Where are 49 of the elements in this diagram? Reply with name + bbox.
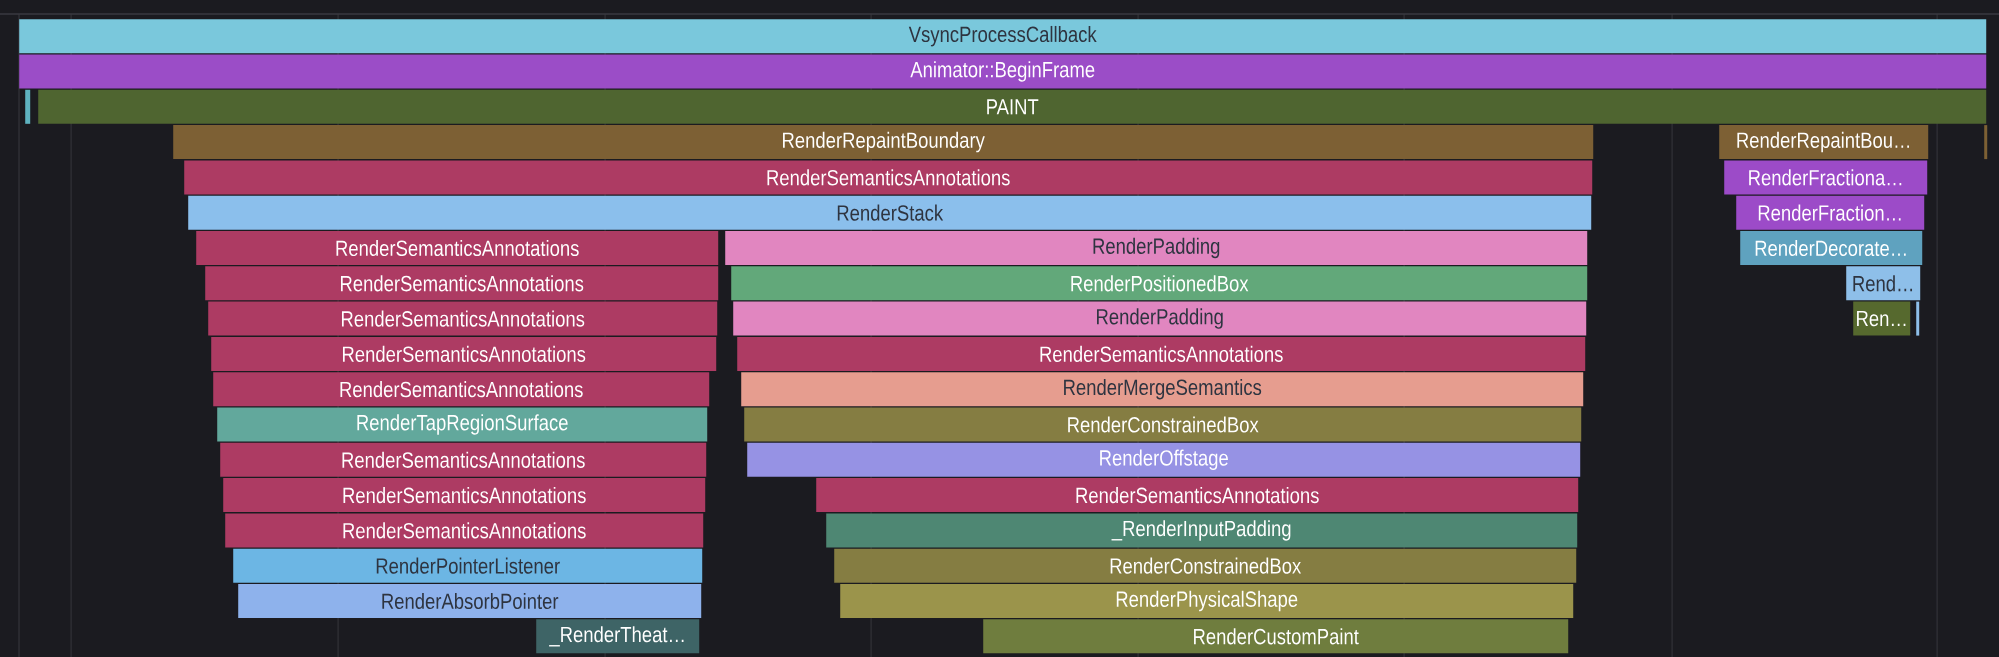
flame-bar: RenderPositionedBox [731, 266, 1588, 301]
flame-bar: RenderSemanticsAnnotations [208, 301, 718, 336]
node-label: RenderSemanticsAnnotations [340, 275, 584, 292]
flame-bar: PAINT [38, 89, 1987, 124]
flame-bar: RenderRepaintBoundary [173, 125, 1594, 160]
flame-bar: Animator::BeginFrame [19, 54, 1987, 89]
flame-bar: _RenderTheat… [536, 619, 700, 654]
flame-bar: RenderSemanticsAnnotations [196, 231, 719, 265]
flame-bar: RenderSemanticsAnnotations [211, 336, 717, 371]
flame-bar: Ren… [1853, 301, 1911, 336]
flame-bar: VsyncProcessCallback [19, 19, 1987, 54]
flame-bar: RenderPadding [725, 231, 1588, 265]
flame-bar: RenderRepaintBou… [1719, 125, 1929, 160]
node-label: RenderFractiona… [1749, 169, 1902, 186]
flame-bar: RenderSemanticsAnnotations [205, 266, 719, 301]
flame-bar: RenderConstrainedBox [834, 548, 1577, 583]
node-label: RenderFraction… [1758, 204, 1901, 221]
flame-bar: RenderPadding [733, 301, 1587, 336]
node-label: RenderSemanticsAnnotations [342, 345, 586, 362]
node-label: RenderSemanticsAnnotations [343, 522, 586, 539]
flame-bar: RenderSemanticsAnnotations [225, 513, 704, 548]
node-label: RenderSemanticsAnnotations [343, 487, 586, 504]
flame-bar: RenderSemanticsAnnotations [737, 336, 1586, 371]
flame-bar: RenderStack [188, 195, 1592, 230]
flame-bar: RenderPhysicalShape [840, 584, 1574, 618]
flame-bar: RenderSemanticsAnnotations [220, 442, 707, 477]
node-label: RenderSemanticsAnnotations [341, 310, 585, 327]
flame-bar [1916, 301, 1920, 336]
node-label: RenderSemanticsAnnotations [340, 381, 583, 398]
flame-bar: Rend… [1846, 266, 1921, 301]
flame-bar: _RenderInputPadding [826, 513, 1578, 548]
flame-bar [1984, 125, 1988, 160]
flame-bar: RenderCustomPaint [983, 619, 1569, 654]
flame-bar: RenderSemanticsAnnotations [223, 478, 706, 513]
flame-bar: RenderOffstage [747, 442, 1581, 477]
flame-bar: RenderTapRegionSurface [217, 407, 708, 442]
flame-bar [25, 89, 31, 124]
flame-bar: RenderSemanticsAnnotations [816, 478, 1579, 513]
flame-bar: RenderSemanticsAnnotations [213, 372, 710, 407]
flame-bar: RenderPointerListener [233, 548, 703, 583]
flame-bar: RenderFractiona… [1724, 160, 1928, 195]
node-label: RenderSemanticsAnnotations [336, 239, 579, 257]
flame-bar: RenderConstrainedBox [744, 407, 1582, 442]
flame-bar: RenderDecorate… [1740, 231, 1923, 265]
flame-bar: RenderFraction… [1736, 195, 1925, 230]
node-label: RenderSemanticsAnnotations [342, 451, 585, 468]
flame-bar: RenderAbsorbPointer [238, 584, 702, 618]
flame-bar: RenderSemanticsAnnotations [184, 160, 1593, 195]
flame-bar: RenderMergeSemantics [741, 372, 1584, 407]
